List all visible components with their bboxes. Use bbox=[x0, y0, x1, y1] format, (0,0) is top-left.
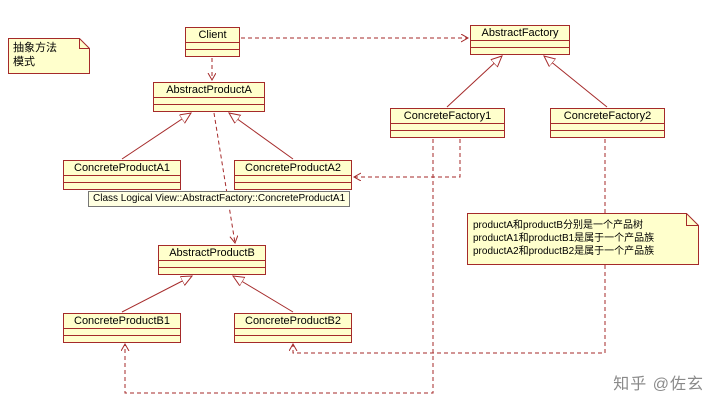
note-shape bbox=[467, 213, 699, 265]
class-abstract-product-a[interactable]: AbstractProductA bbox=[153, 82, 265, 112]
generalization-concrete-factory2[interactable] bbox=[544, 56, 608, 108]
class-name: ConcreteProductB2 bbox=[235, 314, 351, 329]
class-name: AbstractProductA bbox=[154, 83, 264, 98]
attributes-compartment bbox=[159, 261, 265, 268]
attributes-compartment bbox=[64, 329, 180, 336]
class-concrete-factory1[interactable]: ConcreteFactory1 bbox=[390, 108, 505, 138]
note-line: productA和productB分别是一个产品树 bbox=[473, 220, 644, 231]
attributes-compartment bbox=[471, 41, 569, 48]
operations-compartment bbox=[551, 131, 664, 137]
class-name: AbstractProductB bbox=[159, 246, 265, 261]
operations-compartment bbox=[186, 50, 239, 56]
class-concrete-product-a1[interactable]: ConcreteProductA1 bbox=[63, 160, 181, 190]
class-concrete-product-b2[interactable]: ConcreteProductB2 bbox=[234, 313, 352, 343]
dependency-concrete-factory1-concrete-product-a2[interactable] bbox=[354, 139, 461, 177]
note-line: productA1和productB1是属于一个产品族 bbox=[473, 233, 655, 244]
attributes-compartment bbox=[64, 176, 180, 183]
generalization-concrete-product-a1[interactable] bbox=[121, 113, 191, 160]
attributes-compartment bbox=[154, 98, 264, 105]
class-concrete-product-b1[interactable]: ConcreteProductB1 bbox=[63, 313, 181, 343]
watermark: 知乎 @佐玄 bbox=[613, 376, 704, 393]
operations-compartment bbox=[154, 105, 264, 111]
operations-compartment bbox=[64, 183, 180, 189]
note-line: 模式 bbox=[13, 56, 35, 68]
class-name: Client bbox=[186, 28, 239, 43]
note-pattern[interactable]: 抽象方法 模式 bbox=[8, 38, 90, 74]
operations-compartment bbox=[471, 48, 569, 54]
attributes-compartment bbox=[186, 43, 239, 50]
attributes-compartment bbox=[235, 176, 351, 183]
operations-compartment bbox=[391, 131, 504, 137]
class-name: ConcreteFactory1 bbox=[391, 109, 504, 124]
note-shape bbox=[8, 38, 90, 74]
tooltip-qualified-name: Class Logical View::AbstractFactory::Con… bbox=[88, 191, 351, 207]
generalization-concrete-product-b1[interactable] bbox=[121, 276, 192, 313]
class-concrete-product-a2[interactable]: ConcreteProductA2 bbox=[234, 160, 352, 190]
class-name: ConcreteProductB1 bbox=[64, 314, 180, 329]
tooltip-text: Class Logical View::AbstractFactory::Con… bbox=[93, 193, 346, 204]
class-name: ConcreteProductA1 bbox=[64, 161, 180, 176]
class-abstract-product-b[interactable]: AbstractProductB bbox=[158, 245, 266, 275]
dependency-concrete-factory1-concrete-product-b1[interactable] bbox=[125, 139, 434, 394]
class-name: ConcreteProductA2 bbox=[235, 161, 351, 176]
generalization-concrete-factory1[interactable] bbox=[446, 56, 502, 108]
operations-compartment bbox=[235, 336, 351, 342]
dependency-client-abstract-product-b[interactable] bbox=[213, 112, 235, 243]
operations-compartment bbox=[64, 336, 180, 342]
class-abstract-factory[interactable]: AbstractFactory bbox=[470, 25, 570, 55]
note-line: productA2和productB2是属于一个产品族 bbox=[473, 246, 655, 257]
note-line: 抽象方法 bbox=[13, 42, 57, 54]
class-concrete-factory2[interactable]: ConcreteFactory2 bbox=[550, 108, 665, 138]
operations-compartment bbox=[235, 183, 351, 189]
class-name: AbstractFactory bbox=[471, 26, 569, 41]
note-products[interactable]: productA和productB分别是一个产品树 productA1和prod… bbox=[467, 213, 699, 265]
class-client[interactable]: Client bbox=[185, 27, 240, 57]
attributes-compartment bbox=[235, 329, 351, 336]
attributes-compartment bbox=[551, 124, 664, 131]
operations-compartment bbox=[159, 268, 265, 274]
class-name: ConcreteFactory2 bbox=[551, 109, 664, 124]
generalization-concrete-product-a2[interactable] bbox=[229, 113, 294, 160]
attributes-compartment bbox=[391, 124, 504, 131]
generalization-concrete-product-b2[interactable] bbox=[233, 276, 294, 313]
